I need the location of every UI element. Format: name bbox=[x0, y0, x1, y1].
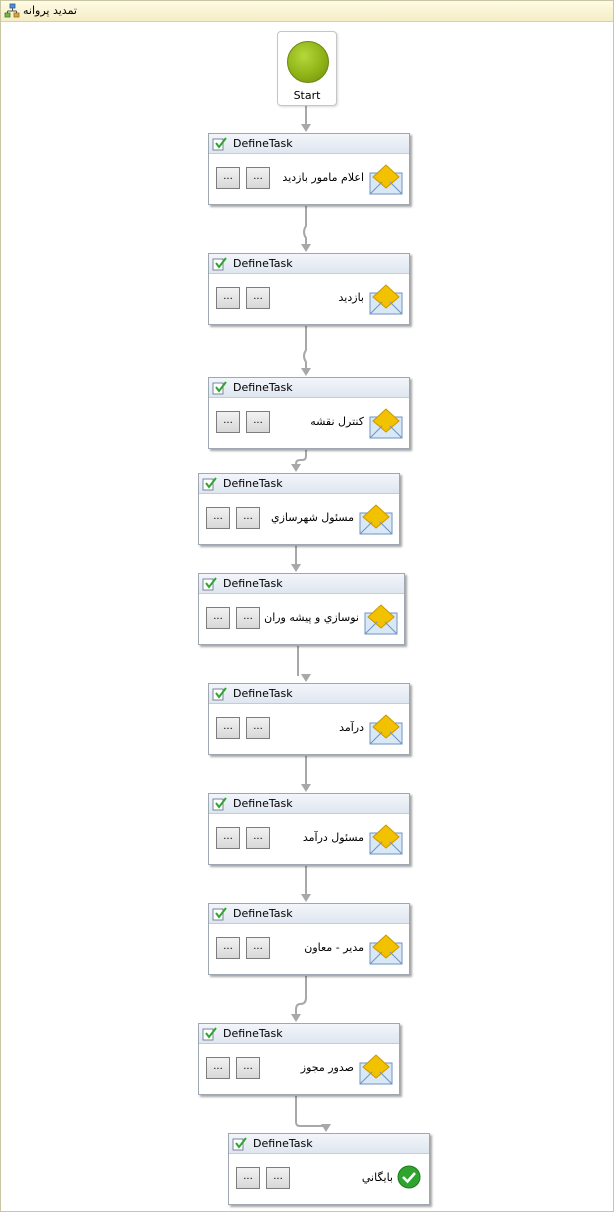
define-task-activity[interactable]: DefineTask ... ... بايگاني bbox=[228, 1133, 430, 1205]
envelope-icon bbox=[369, 284, 403, 315]
envelope-icon bbox=[369, 164, 403, 195]
envelope-icon bbox=[364, 604, 398, 635]
start-label: Start bbox=[293, 89, 321, 102]
define-task-icon bbox=[212, 797, 227, 811]
task-name: نوسازي و پيشه وران bbox=[264, 611, 359, 624]
task-name: مسئول شهرسازي bbox=[270, 511, 354, 524]
task-header: DefineTask bbox=[209, 684, 409, 704]
define-task-activity[interactable]: DefineTask ... ... اعلام مامور بازديد bbox=[208, 133, 410, 205]
task-type-label: DefineTask bbox=[233, 381, 293, 394]
task-option-button[interactable]: ... bbox=[246, 827, 270, 849]
task-name: درآمد bbox=[339, 721, 364, 734]
envelope-icon bbox=[359, 1054, 393, 1085]
check-icon bbox=[397, 1165, 421, 1189]
task-header: DefineTask bbox=[209, 378, 409, 398]
task-option-button[interactable]: ... bbox=[236, 607, 260, 629]
task-name: مسئول درآمد bbox=[302, 831, 364, 844]
window-title: تمديد پروانه bbox=[23, 4, 77, 17]
define-task-icon bbox=[202, 1027, 217, 1041]
task-header: DefineTask bbox=[229, 1134, 429, 1154]
define-task-icon bbox=[212, 907, 227, 921]
task-option-button[interactable]: ... bbox=[236, 1167, 260, 1189]
task-name: اعلام مامور بازديد bbox=[282, 171, 364, 184]
task-option-button[interactable]: ... bbox=[206, 1057, 230, 1079]
define-task-activity[interactable]: DefineTask ... ... مسئول درآمد bbox=[208, 793, 410, 865]
define-task-icon bbox=[232, 1137, 247, 1151]
task-type-label: DefineTask bbox=[253, 1137, 313, 1150]
start-circle-icon bbox=[287, 41, 329, 83]
task-type-label: DefineTask bbox=[233, 137, 293, 150]
task-option-button[interactable]: ... bbox=[216, 717, 240, 739]
task-type-label: DefineTask bbox=[223, 577, 283, 590]
envelope-icon bbox=[369, 934, 403, 965]
task-option-button[interactable]: ... bbox=[246, 717, 270, 739]
envelope-icon bbox=[359, 504, 393, 535]
workflow-icon bbox=[4, 3, 20, 18]
task-header: DefineTask bbox=[199, 574, 404, 594]
task-option-button[interactable]: ... bbox=[246, 937, 270, 959]
task-option-button[interactable]: ... bbox=[216, 167, 240, 189]
task-header: DefineTask bbox=[199, 1024, 399, 1044]
task-option-button[interactable]: ... bbox=[206, 607, 230, 629]
define-task-icon bbox=[212, 137, 227, 151]
task-type-label: DefineTask bbox=[233, 687, 293, 700]
task-name: مدير - معاون bbox=[304, 941, 364, 954]
task-option-button[interactable]: ... bbox=[246, 287, 270, 309]
task-option-button[interactable]: ... bbox=[206, 507, 230, 529]
task-type-label: DefineTask bbox=[223, 477, 283, 490]
define-task-icon bbox=[212, 257, 227, 271]
task-type-label: DefineTask bbox=[233, 907, 293, 920]
envelope-icon bbox=[369, 714, 403, 745]
task-type-label: DefineTask bbox=[223, 1027, 283, 1040]
define-task-activity[interactable]: DefineTask ... ... نوسازي و پيشه وران bbox=[198, 573, 405, 645]
task-option-button[interactable]: ... bbox=[216, 827, 240, 849]
task-option-button[interactable]: ... bbox=[246, 411, 270, 433]
define-task-activity[interactable]: DefineTask ... ... کنترل نقشه bbox=[208, 377, 410, 449]
envelope-icon bbox=[369, 824, 403, 855]
title-bar: تمديد پروانه bbox=[1, 1, 613, 22]
task-option-button[interactable]: ... bbox=[216, 937, 240, 959]
define-task-icon bbox=[212, 381, 227, 395]
define-task-icon bbox=[212, 687, 227, 701]
task-option-button[interactable]: ... bbox=[236, 507, 260, 529]
task-name: بايگاني bbox=[361, 1171, 393, 1184]
task-header: DefineTask bbox=[209, 134, 409, 154]
define-task-icon bbox=[202, 577, 217, 591]
start-activity[interactable]: Start bbox=[277, 31, 337, 106]
task-type-label: DefineTask bbox=[233, 257, 293, 270]
task-option-button[interactable]: ... bbox=[236, 1057, 260, 1079]
define-task-activity[interactable]: DefineTask ... ... مدير - معاون bbox=[208, 903, 410, 975]
define-task-activity[interactable]: DefineTask ... ... مسئول شهرسازي bbox=[198, 473, 400, 545]
task-name: بازديد bbox=[338, 291, 364, 304]
define-task-activity[interactable]: DefineTask ... ... درآمد bbox=[208, 683, 410, 755]
define-task-activity[interactable]: DefineTask ... ... بازديد bbox=[208, 253, 410, 325]
task-option-button[interactable]: ... bbox=[266, 1167, 290, 1189]
envelope-icon bbox=[369, 408, 403, 439]
task-type-label: DefineTask bbox=[233, 797, 293, 810]
task-name: صدور مجوز bbox=[300, 1061, 354, 1074]
define-task-activity[interactable]: DefineTask ... ... صدور مجوز bbox=[198, 1023, 400, 1095]
define-task-icon bbox=[202, 477, 217, 491]
task-option-button[interactable]: ... bbox=[216, 287, 240, 309]
task-header: DefineTask bbox=[209, 794, 409, 814]
task-option-button[interactable]: ... bbox=[246, 167, 270, 189]
task-header: DefineTask bbox=[199, 474, 399, 494]
task-name: کنترل نقشه bbox=[310, 415, 364, 428]
task-header: DefineTask bbox=[209, 904, 409, 924]
task-header: DefineTask bbox=[209, 254, 409, 274]
task-option-button[interactable]: ... bbox=[216, 411, 240, 433]
